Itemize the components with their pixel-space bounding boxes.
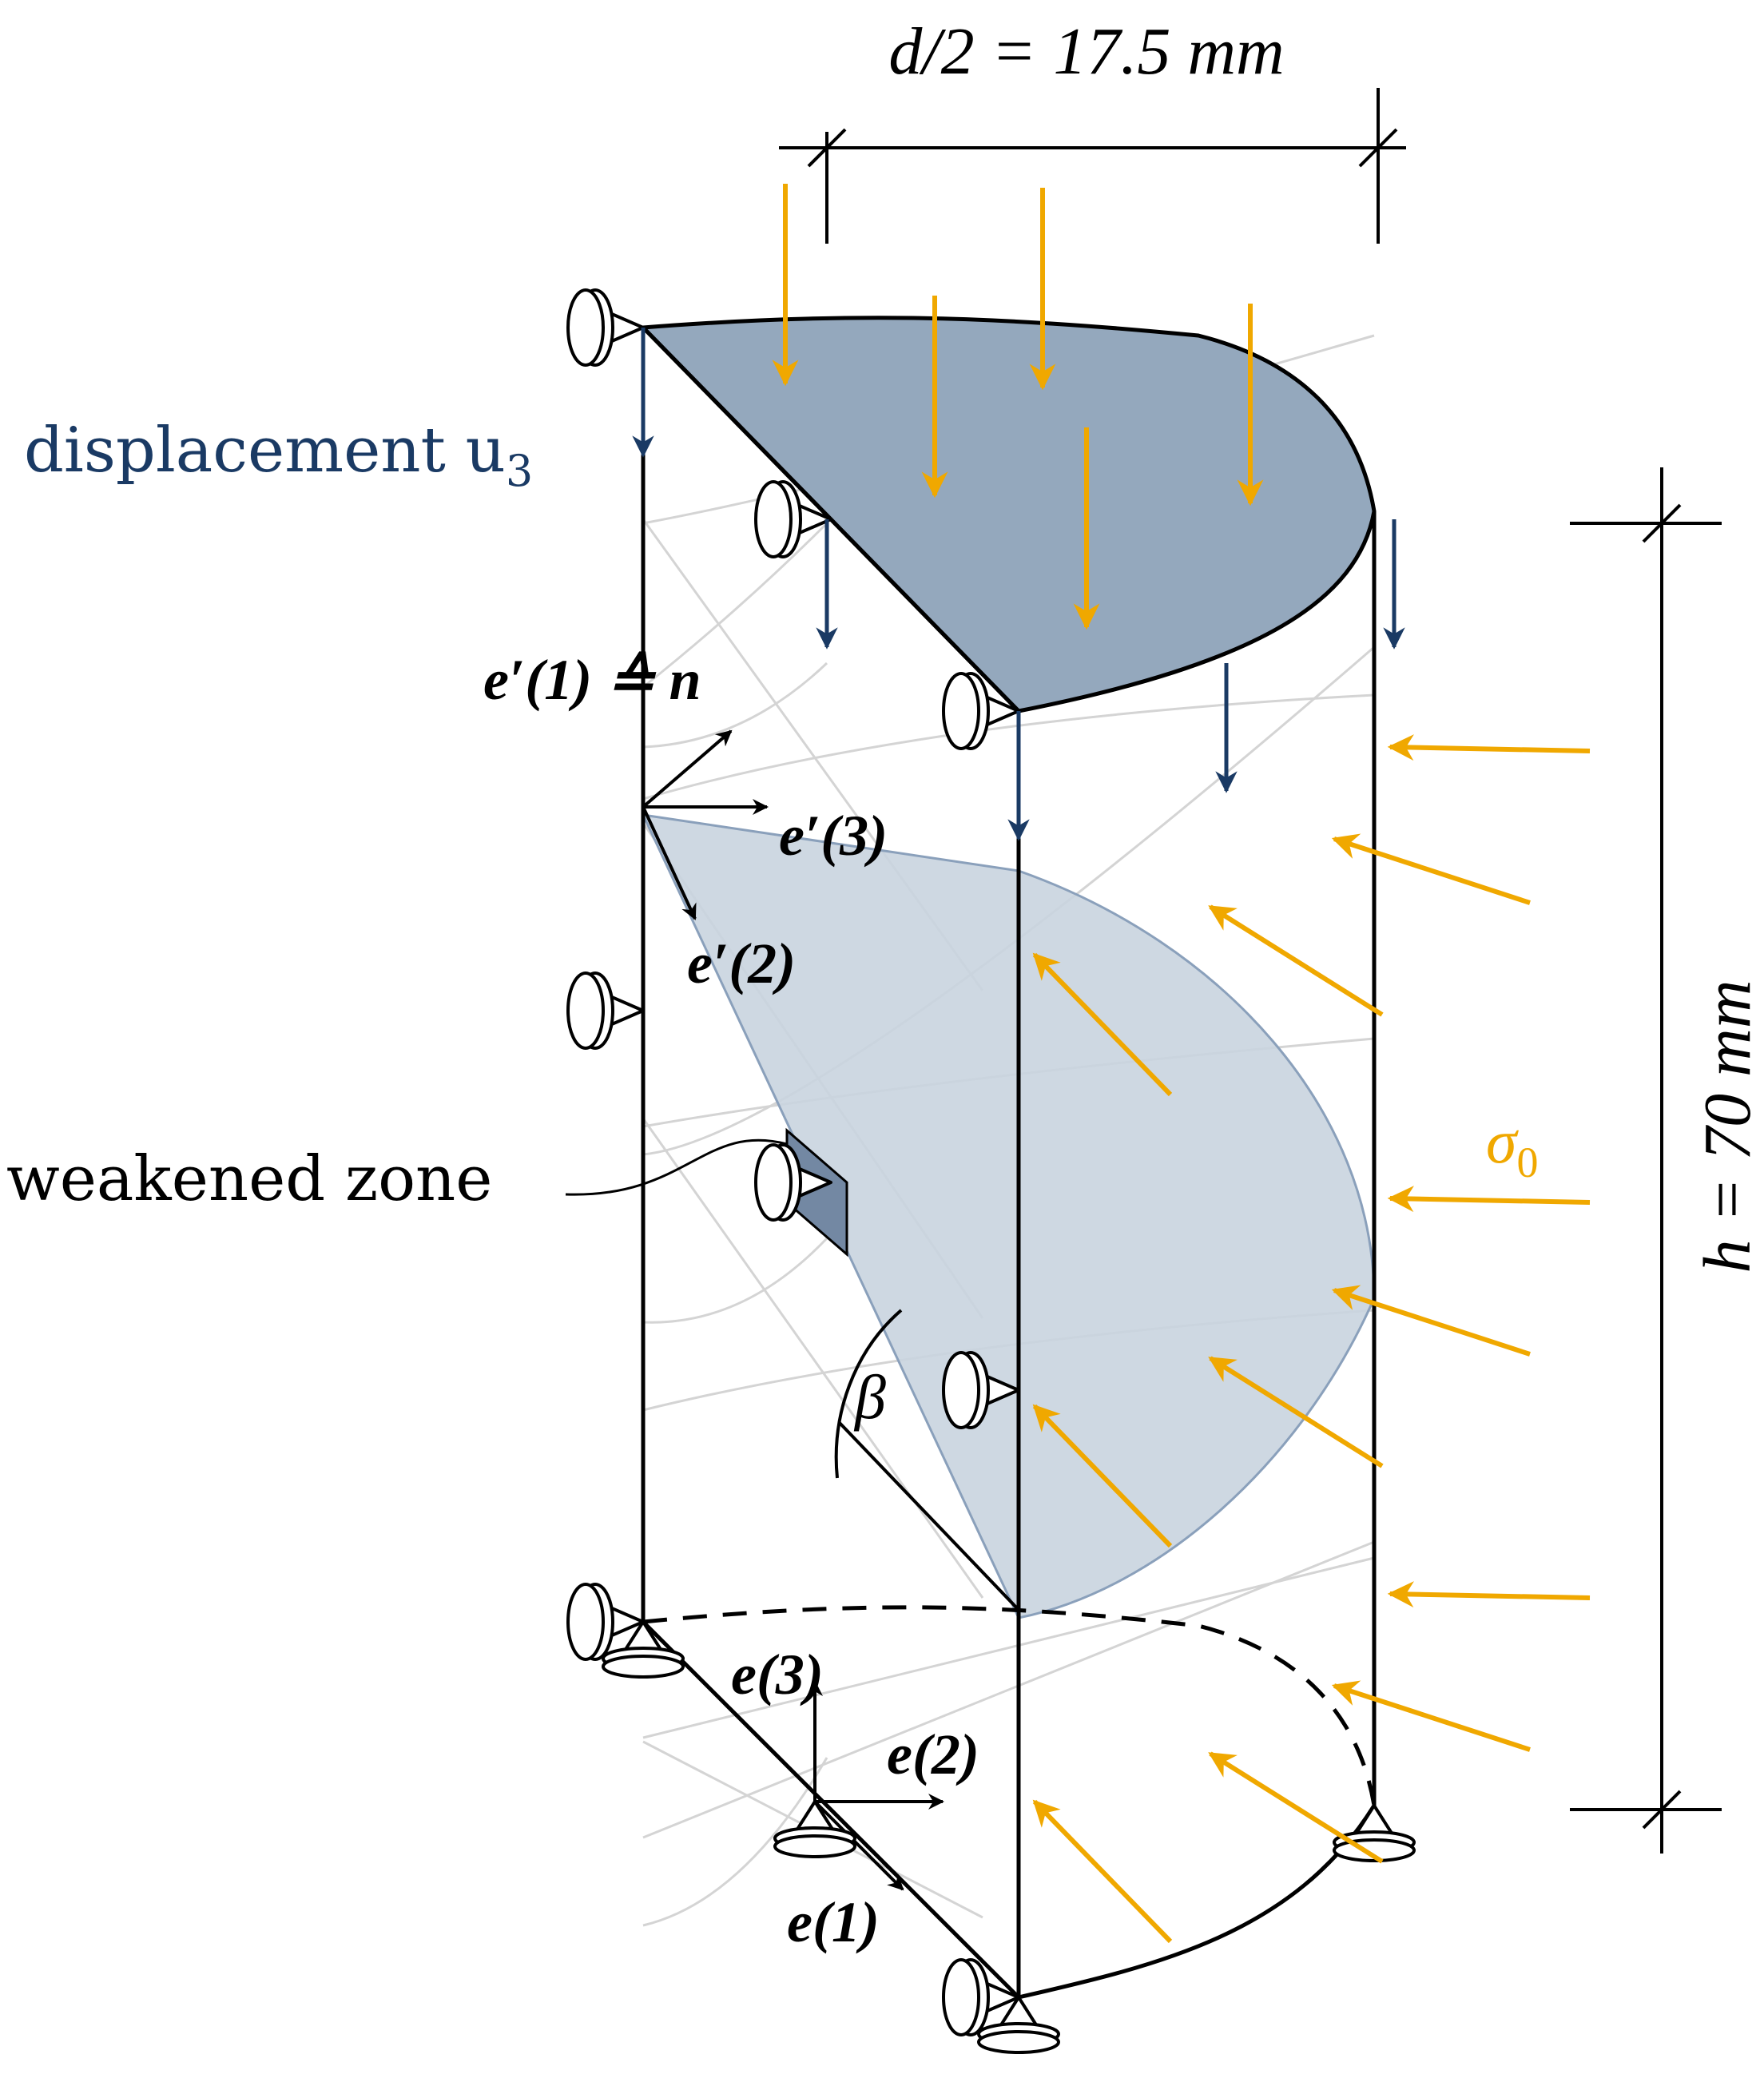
height-dimension [1570,467,1722,1854]
global-basis-2-label: e(2) [887,1722,979,1786]
displacement-label: displacement u3 [24,415,533,496]
weakened-zone-leader [565,1138,788,1196]
angle-arc [834,1309,903,1479]
lateral-stress-arrows [1032,734,1591,1944]
width-dimension [779,88,1406,244]
width-dimension-label: d/2 = 17.5 mm [888,14,1284,89]
top-face [638,316,1377,713]
local-basis-2-label: e′(2) [687,932,796,995]
weakened-zone-label: weakened zone [6,1143,492,1215]
global-basis-vectors [807,1680,944,1891]
displacement-arrows [632,328,1405,841]
global-basis-3-label: e(3) [731,1643,824,1707]
stress-label: σ0 [1486,1107,1538,1186]
local-basis-vectors [642,729,769,920]
height-dimension-label: h = 70 mm [1690,979,1764,1273]
axial-stress-arrows [772,184,1264,630]
global-basis-1-label: e(1) [787,1890,880,1954]
local-basis-1-label: e′(1) ≙ n [483,648,701,712]
angle-reference-line [837,1420,1020,1611]
angle-label: β [853,1362,886,1432]
local-basis-3-label: e′(3) [779,804,888,868]
